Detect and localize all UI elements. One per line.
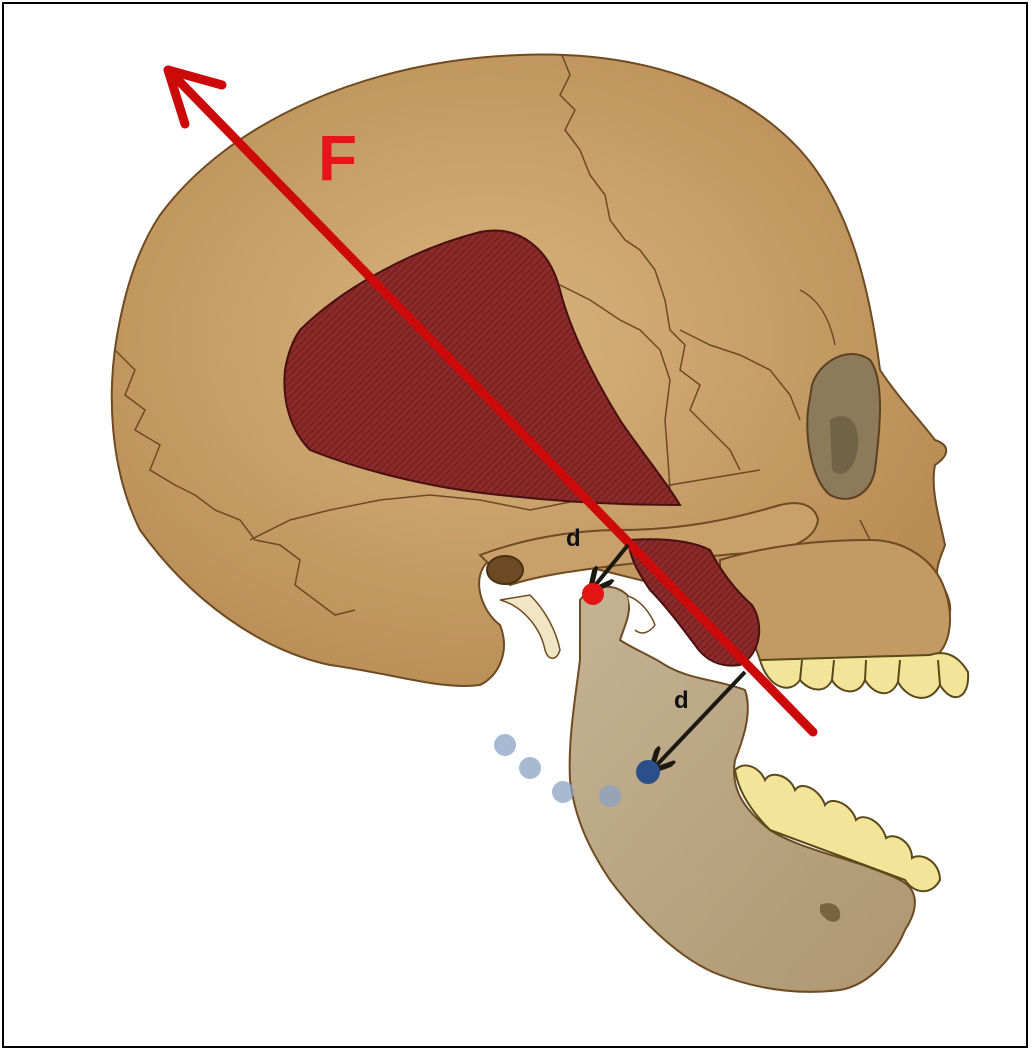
trail-dot-3 bbox=[552, 781, 574, 803]
pivot-point-icon-upper bbox=[582, 583, 604, 605]
trail-dot-2 bbox=[519, 757, 541, 779]
mandibular-notch bbox=[628, 596, 655, 633]
distance-label-upper: d bbox=[566, 525, 581, 552]
trail-dot-1 bbox=[494, 734, 516, 756]
pivot-point-icon-lower bbox=[636, 760, 660, 784]
force-label: F bbox=[318, 122, 357, 194]
ear-canal bbox=[487, 556, 523, 584]
upper-teeth bbox=[760, 653, 968, 698]
trail-dot-4 bbox=[599, 785, 621, 807]
styloid-process bbox=[500, 595, 560, 658]
distance-label-lower: d bbox=[674, 687, 689, 714]
